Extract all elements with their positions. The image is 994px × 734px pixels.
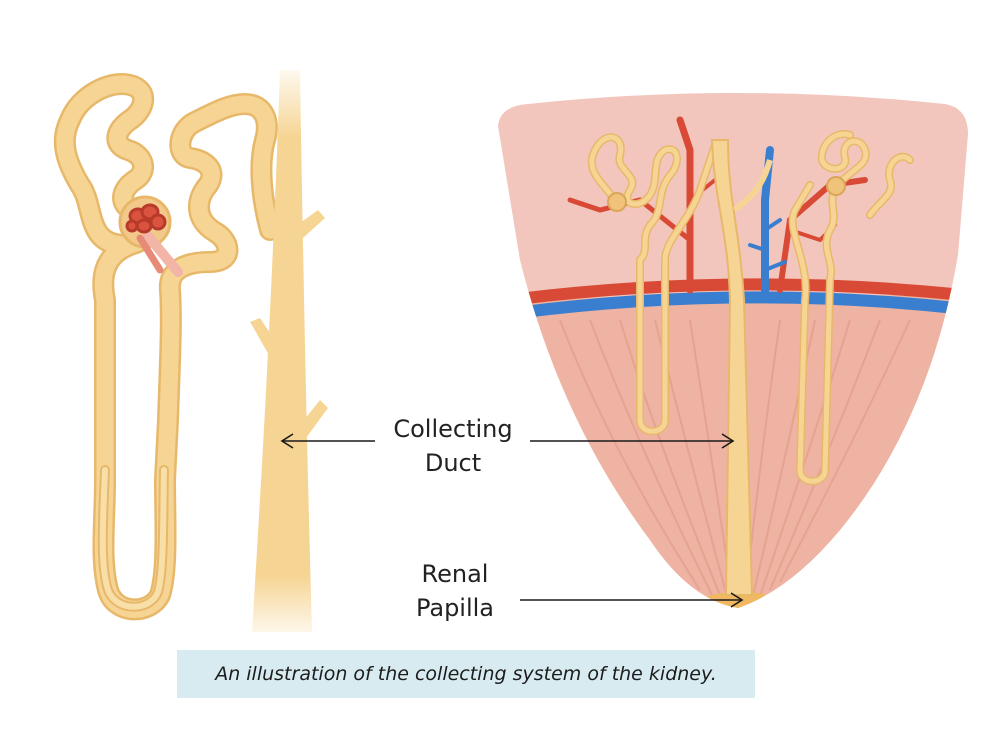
nephron-illustration [53, 70, 328, 632]
renal-papilla-label-line2: Papilla [415, 594, 495, 622]
caption-text: An illustration of the collecting system… [215, 663, 717, 685]
glomerulus [118, 195, 183, 277]
arrowhead [721, 433, 735, 449]
duct-branch [296, 210, 325, 238]
collecting-duct-pyramid [710, 139, 754, 596]
renal-papilla-label-line1: Renal [421, 560, 489, 588]
renal-pyramid-illustration [498, 93, 968, 608]
loop-of-henle-thin-segment-fill [99, 467, 167, 610]
cortical-nephrons [587, 130, 914, 486]
caption-box: An illustration of the collecting system… [177, 650, 755, 698]
collecting-duct-left [250, 70, 328, 632]
duct-tributary [732, 159, 773, 213]
renal-papilla-label: Renal Papilla [390, 557, 520, 625]
arrowhead [280, 433, 294, 449]
collecting-duct-label: Collecting Duct [378, 412, 528, 480]
duct-branch [250, 318, 284, 365]
glomerulus-left [607, 192, 627, 212]
arrowhead [730, 592, 744, 608]
medulla-striations [559, 319, 911, 603]
collecting-duct-label-line2: Duct [424, 449, 482, 477]
capillary-tuft [125, 203, 167, 234]
duct-branch [300, 400, 328, 438]
efferent-arteriole [136, 234, 164, 274]
glomerulus-right [826, 176, 846, 196]
annotation-arrows [280, 433, 744, 608]
afferent-arteriole [143, 231, 183, 277]
collecting-duct-label-line1: Collecting [393, 415, 513, 443]
